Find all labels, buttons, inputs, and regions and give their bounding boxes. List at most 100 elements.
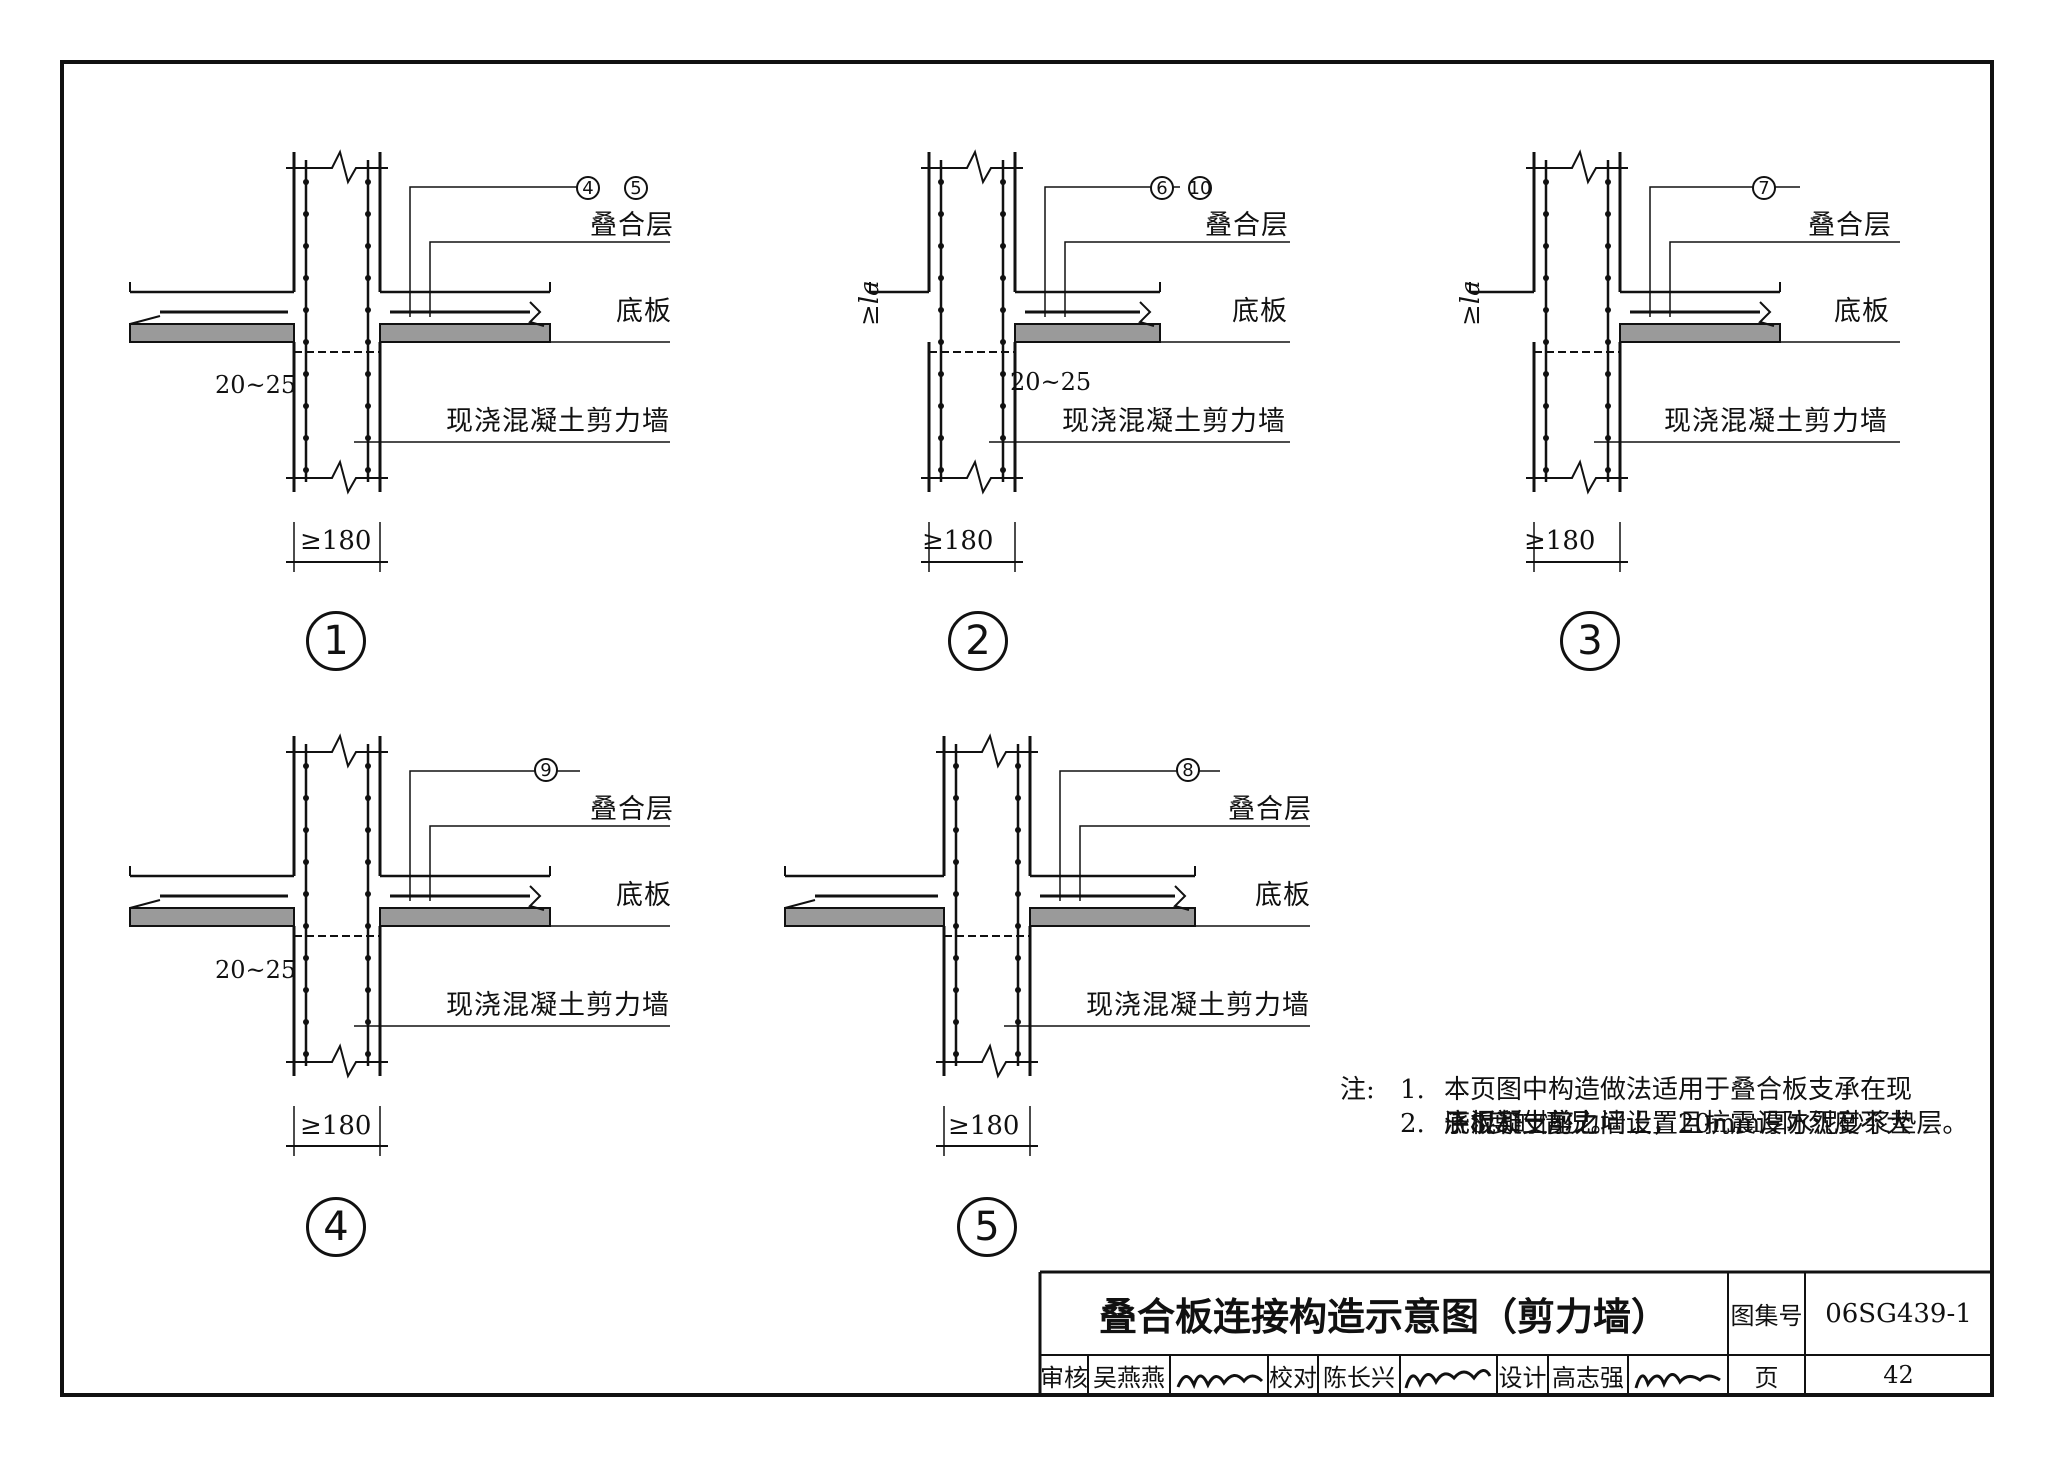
note-2-line-1: 底板和支座之间设置20mm厚水泥砂浆垫层。 xyxy=(1444,1109,1969,1139)
precast-slab-left xyxy=(129,323,295,343)
leader-rebar xyxy=(409,770,580,901)
precast-slab-right xyxy=(1619,323,1781,343)
rebar-dot xyxy=(303,763,309,769)
break-line xyxy=(921,459,1023,495)
leader-layer xyxy=(1064,241,1290,317)
rebar-mark-10: 10 xyxy=(1188,176,1212,200)
rebar-dot xyxy=(1000,211,1006,217)
rebar-mark-4: 4 xyxy=(576,176,600,200)
composite-layer-label: 叠合层 xyxy=(1205,210,1289,241)
rebar-dot xyxy=(1015,1051,1021,1057)
rebar-dot xyxy=(1015,827,1021,833)
shear-wall-label: 现浇混凝土剪力墙 xyxy=(446,990,670,1021)
rebar-dot xyxy=(938,403,944,409)
rebar-dot xyxy=(1015,795,1021,801)
leader-rebar xyxy=(409,186,580,317)
atlas-number: 06SG439-1 xyxy=(1825,1298,1972,1329)
designer-name: 高志强 xyxy=(1552,1363,1624,1392)
rebar-mark-6: 6 xyxy=(1150,176,1174,200)
rebar-dot xyxy=(1015,923,1021,929)
wall-width-dimension: ≥180 xyxy=(922,526,994,556)
wall-width-dimension: ≥180 xyxy=(1524,526,1596,556)
note-1-number: 1. xyxy=(1400,1075,1425,1105)
rebar-dot xyxy=(1015,859,1021,865)
rebar-dot xyxy=(1000,275,1006,281)
rebar-dot xyxy=(1543,275,1549,281)
rebar-dot xyxy=(953,891,959,897)
rebar-dot xyxy=(953,987,959,993)
composite-layer-label: 叠合层 xyxy=(590,210,674,241)
rebar-dot xyxy=(365,403,371,409)
rebar-dot xyxy=(1000,435,1006,441)
rebar-dot xyxy=(1605,435,1611,441)
wall-width-dimension: ≥180 xyxy=(300,1111,372,1141)
rebar-dot xyxy=(1543,179,1549,185)
rebar-dot xyxy=(303,859,309,865)
rebar-dot xyxy=(1000,243,1006,249)
rebar-dot xyxy=(365,371,371,377)
rebar-dot xyxy=(1015,955,1021,961)
shear-wall-label: 现浇混凝土剪力墙 xyxy=(1664,406,1888,437)
rebar-dot xyxy=(303,955,309,961)
bottom-slab-label: 底板 xyxy=(1255,880,1311,911)
details-group xyxy=(129,149,1900,1156)
rebar-dot xyxy=(1543,403,1549,409)
shear-wall-label: 现浇混凝土剪力墙 xyxy=(1062,406,1286,437)
rebar-dot xyxy=(365,1051,371,1057)
rebar-dot xyxy=(365,1019,371,1025)
break-line xyxy=(286,149,388,185)
sheet-border xyxy=(60,60,1994,1397)
rebar-dot xyxy=(1605,403,1611,409)
break-line xyxy=(936,1043,1038,1079)
rebar-dot xyxy=(1000,179,1006,185)
note-1-line-3: 于8度的情况。 xyxy=(1444,1109,1617,1139)
rebar-dot xyxy=(938,211,944,217)
rebar-mark-5: 5 xyxy=(624,176,648,200)
slab-break-right xyxy=(1758,301,1775,327)
leader-layer xyxy=(1669,241,1900,317)
rebar-dot xyxy=(303,339,309,345)
break-line xyxy=(921,149,1023,185)
shear-wall-label: 现浇混凝土剪力墙 xyxy=(1086,990,1310,1021)
rebar-dot xyxy=(1015,763,1021,769)
rebar-dot xyxy=(303,827,309,833)
signatures xyxy=(1176,1369,1721,1390)
rebar-dot xyxy=(1000,403,1006,409)
rebar-dot xyxy=(1000,467,1006,473)
rebar-dot xyxy=(1543,243,1549,249)
leader-layer xyxy=(429,241,670,317)
break-line xyxy=(286,459,388,495)
rebar-dot xyxy=(365,275,371,281)
rebar-dot xyxy=(365,211,371,217)
rebar-mark-8: 8 xyxy=(1176,758,1200,782)
rebar-dot xyxy=(953,955,959,961)
review-label: 审核 xyxy=(1040,1363,1088,1392)
gap-dimension: 20~25 xyxy=(215,371,297,399)
rebar-dot xyxy=(1000,371,1006,377)
rebar-dot xyxy=(303,987,309,993)
rebar-dot xyxy=(303,179,309,185)
rebar-dot xyxy=(365,955,371,961)
slab-break-left xyxy=(784,899,816,909)
leader-rebar xyxy=(1044,186,1180,317)
anchorage-length-label: ≥la xyxy=(1456,280,1486,326)
rebar-dot xyxy=(1543,467,1549,473)
bottom-slab-label: 底板 xyxy=(616,296,672,327)
leader-rebar xyxy=(1059,770,1220,901)
bottom-slab-label: 底板 xyxy=(1834,296,1890,327)
atlas-number-label: 图集号 xyxy=(1730,1302,1803,1330)
rebar-mark-9: 9 xyxy=(534,758,558,782)
shear-wall-label: 现浇混凝土剪力墙 xyxy=(446,406,670,437)
rebar-dot xyxy=(303,211,309,217)
precast-slab-left xyxy=(129,907,295,927)
composite-layer-label: 叠合层 xyxy=(1808,210,1892,241)
slab-break-left xyxy=(129,315,161,325)
rebar-dot xyxy=(303,923,309,929)
notes-prefix: 注: xyxy=(1340,1075,1375,1105)
rebar-dot xyxy=(303,275,309,281)
rebar-dot xyxy=(938,243,944,249)
composite-layer-label: 叠合层 xyxy=(1228,794,1312,825)
rebar-dot xyxy=(953,859,959,865)
rebar-dot xyxy=(938,371,944,377)
slab-break-right xyxy=(1138,301,1155,327)
